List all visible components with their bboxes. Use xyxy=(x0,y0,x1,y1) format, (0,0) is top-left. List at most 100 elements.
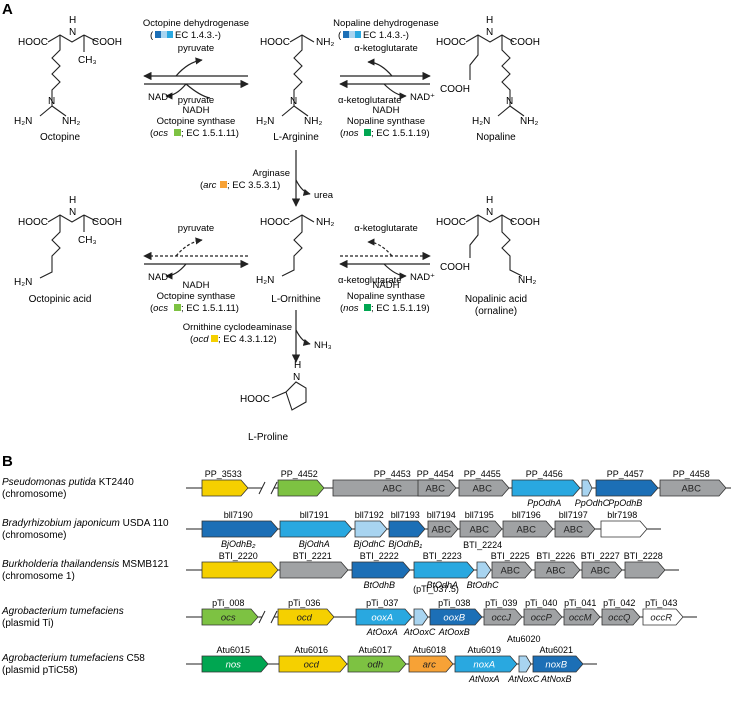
atom-n: N xyxy=(293,372,300,383)
gene-locus-tag: Atu6016 xyxy=(294,645,328,655)
gene-arrow xyxy=(201,608,259,626)
atom-cooh: COOH xyxy=(92,37,122,48)
gene-arrow xyxy=(413,561,475,579)
gene-locus-tag: PP_4454 xyxy=(417,469,454,479)
gene-name: ABC xyxy=(563,525,583,536)
arrow-nad-out-right xyxy=(383,83,407,100)
atom-h: H xyxy=(486,15,493,26)
gene-name: nos xyxy=(226,660,242,671)
gene-note: (pTi_037.5) xyxy=(413,584,459,594)
gene-name: ABC xyxy=(546,566,566,577)
ornithine-name: L-Ornithine xyxy=(271,294,321,305)
organism-species: Bradyrhizobium japonicum xyxy=(2,518,120,529)
ocs-ec-line: (ocs xyxy=(150,128,168,139)
gene-name: ooxA xyxy=(371,613,393,624)
octopine-synthase-label-2: Octopine synthase xyxy=(157,291,236,302)
atom-hooc: HOOC xyxy=(240,394,270,405)
reaction-arrows xyxy=(143,57,431,363)
atom-nh2: NH₂ xyxy=(62,116,80,127)
gene-arrow xyxy=(554,520,596,538)
gene-locus-tag: bll7195 xyxy=(465,510,494,520)
gene-name: arc xyxy=(423,660,436,671)
protein-label: AtOoxC xyxy=(403,627,436,637)
organism-name: Pseudomonas putida KT2440 xyxy=(2,477,134,488)
organism-name: Burkholderia thailandensis MSMB121 xyxy=(2,559,169,570)
nh3-label: NH₃ xyxy=(314,340,332,351)
color-chip-light-green xyxy=(174,304,181,311)
gene-name: noxB xyxy=(545,660,567,671)
gene-locus-tag: bll7192 xyxy=(355,510,384,520)
nopaline-dh-ec-open: ( xyxy=(338,30,342,41)
proline-name: L-Proline xyxy=(248,432,288,443)
nopaline-name: Nopaline xyxy=(476,132,516,143)
gene-arrow xyxy=(278,655,348,673)
gene-arrow xyxy=(491,561,533,579)
atom-h: H xyxy=(486,195,493,206)
protein-label: BjOdhB₂ xyxy=(221,539,256,549)
gene-name: odh xyxy=(367,660,383,671)
gene-locus-tag: BTI_2226 xyxy=(536,551,575,561)
atom-h2n: H₂N xyxy=(14,116,32,127)
nadh-label-4: NADH xyxy=(373,280,400,291)
akg-label-2: α-ketoglutarate xyxy=(338,95,402,106)
gene-arrow xyxy=(454,655,518,673)
replicon-label: (plasmid pTiC58) xyxy=(2,665,78,676)
atom-h: H xyxy=(69,15,76,26)
gene-locus-tag: pTi_043 xyxy=(645,598,677,608)
arc-ec-line: (arc xyxy=(200,180,217,191)
reaction-labels: Octopine dehydrogenase ( EC 1.4.3.-) pyr… xyxy=(143,18,439,351)
gene-name: occP xyxy=(531,613,553,624)
gene-locus-tag: BTI_2227 xyxy=(581,551,620,561)
ocs-gene: ocs xyxy=(153,303,168,314)
gene-arrow xyxy=(476,561,492,579)
atom-ch3: CH₃ xyxy=(78,235,97,246)
break-mark xyxy=(258,481,266,495)
arrow-pyruvate-out xyxy=(175,57,203,77)
nopalinic-acid-name: Nopalinic acid xyxy=(465,294,527,305)
gene-arrow xyxy=(595,479,659,497)
organism-strain: C58 xyxy=(124,653,146,664)
gene-arrow xyxy=(279,561,349,579)
gene-locus-tag: PP_4457 xyxy=(607,469,644,479)
arginase-ec: ; EC 3.5.3.1) xyxy=(227,180,280,191)
akg-label-4: α-ketoglutarate xyxy=(338,275,402,286)
protein-label: PpOdhB xyxy=(608,498,642,508)
octopinic-acid-name: Octopinic acid xyxy=(29,294,92,305)
gene-locus-tag: PP_4453 xyxy=(374,469,411,479)
arrow-pyruvate-out-2 xyxy=(175,237,203,257)
color-chip-mid-blue xyxy=(167,31,173,38)
color-chip-light-blue xyxy=(349,31,355,38)
gene-arrow xyxy=(523,608,563,626)
gene-clusters: Pseudomonas putida KT2440(chromosome)PP_… xyxy=(1,469,731,684)
break-mark xyxy=(270,610,278,624)
atom-ch3: CH₃ xyxy=(78,55,97,66)
gene-name: occQ xyxy=(608,613,631,624)
nopaline-synthase-ec: ; EC 1.5.1.19) xyxy=(371,128,430,139)
color-chip-yellow xyxy=(211,335,218,342)
gene-name: occR xyxy=(650,613,672,624)
pyruvate-label-2: pyruvate xyxy=(178,95,214,106)
nad-label-right: NAD⁺ xyxy=(410,92,435,103)
gene-locus-tag: pTi_036 xyxy=(288,598,320,608)
protein-label: AtOoxB xyxy=(438,627,470,637)
octopine-synthase-ec-2: ; EC 1.5.1.11) xyxy=(181,303,239,314)
atom-cooh: COOH xyxy=(440,84,470,95)
octopine-dh-label: Octopine dehydrogenase xyxy=(143,18,249,29)
color-chip-light-blue xyxy=(161,31,167,38)
gene-locus-tag: bll7193 xyxy=(391,510,420,520)
atom-hooc: HOOC xyxy=(436,37,466,48)
gene-arrow xyxy=(642,608,684,626)
gene-arrow xyxy=(408,655,454,673)
atom-nh2: NH₂ xyxy=(316,37,334,48)
arrow-akg-out xyxy=(367,58,393,77)
ornaline-name: (ornaline) xyxy=(475,306,517,317)
color-chip-orange xyxy=(220,181,227,188)
gene-name: ABC xyxy=(472,484,492,495)
gene-arrow xyxy=(351,561,411,579)
panel-a-label: A xyxy=(2,1,13,18)
organism-species: Agrobacterium tumefaciens xyxy=(1,653,124,664)
gene-arrow xyxy=(483,608,523,626)
octopine-dh-ec-open: ( xyxy=(150,30,154,41)
nopaline-dh-ec: EC 1.4.3.-) xyxy=(363,30,409,41)
